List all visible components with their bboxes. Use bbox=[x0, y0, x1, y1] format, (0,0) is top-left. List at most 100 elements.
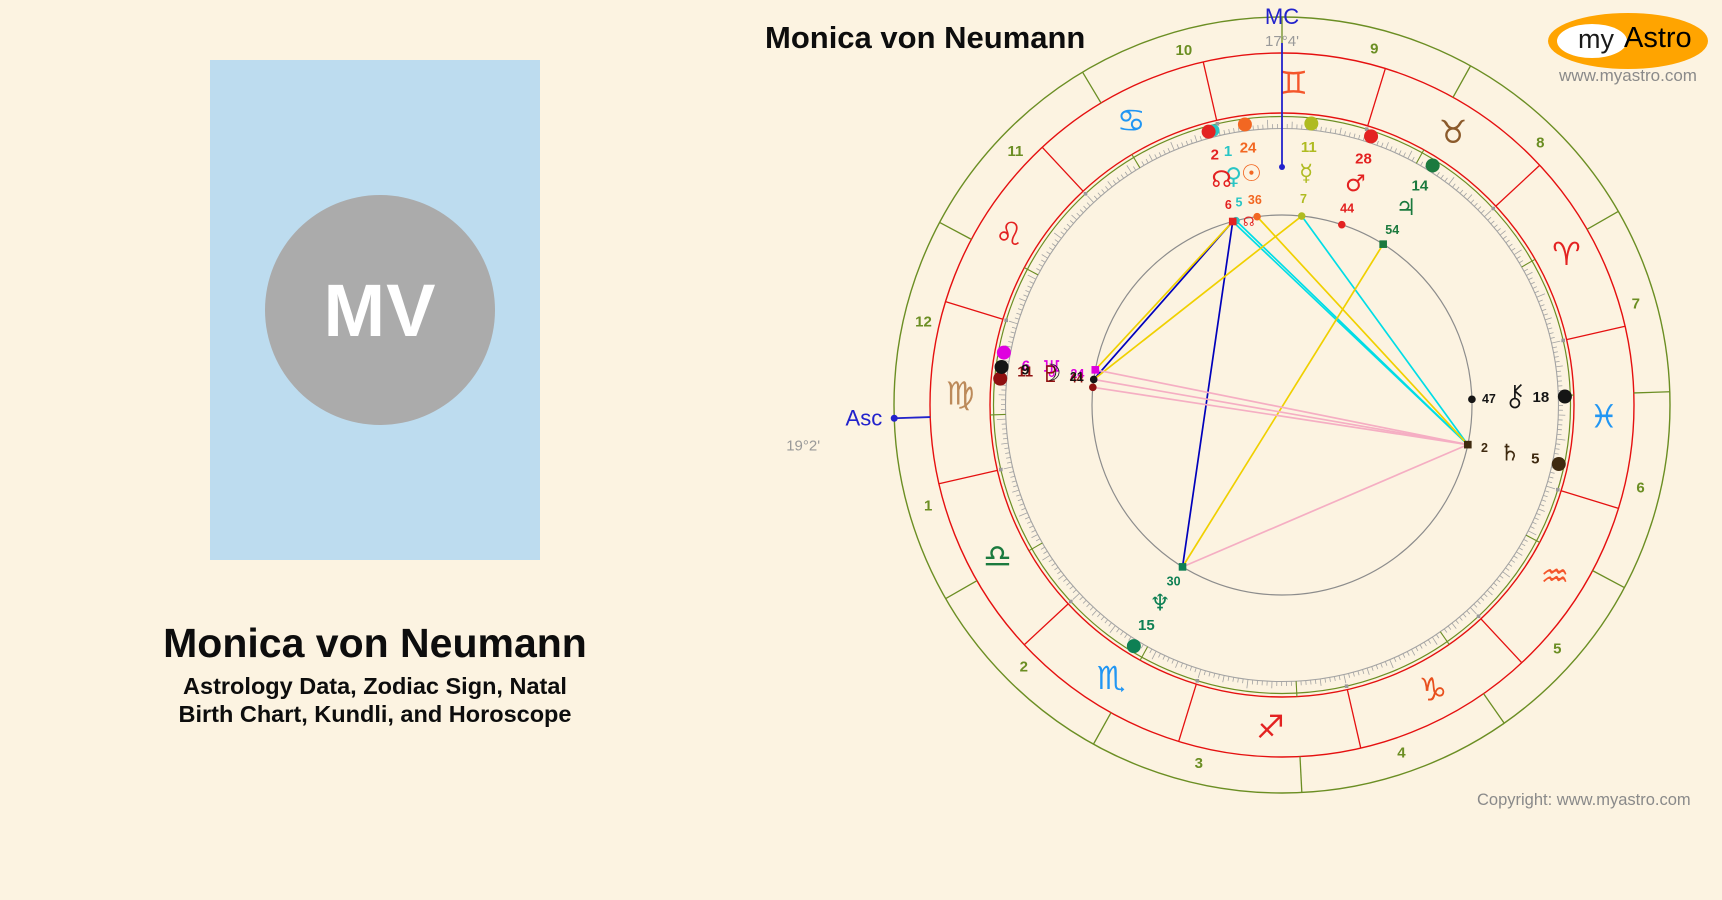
degree-tick bbox=[1176, 144, 1180, 149]
degree-tick bbox=[1389, 659, 1394, 669]
degree-tick bbox=[1536, 293, 1546, 298]
aspect-moon-north-node bbox=[1093, 220, 1234, 381]
degree-tick bbox=[1019, 503, 1024, 506]
degree-tick bbox=[1483, 593, 1488, 598]
degree-tick bbox=[1499, 230, 1506, 236]
degree-tick bbox=[1170, 141, 1175, 151]
degree-tick bbox=[1133, 166, 1137, 171]
degree-tick bbox=[1162, 655, 1166, 660]
myastro-logo[interactable]: my Astro bbox=[1548, 13, 1708, 69]
planet-mars-degree: 28 bbox=[1355, 151, 1372, 168]
sign-glyph-aquarius: ♒ bbox=[1541, 557, 1570, 595]
house-cusp-inner-tick bbox=[1139, 646, 1149, 661]
sign-glyph-leo: ♌ bbox=[995, 215, 1024, 253]
house-number-8: 8 bbox=[1536, 134, 1544, 151]
degree-tick bbox=[1329, 128, 1332, 133]
house-cusp-inner-tick bbox=[1439, 631, 1450, 645]
degree-tick bbox=[1436, 634, 1440, 639]
degree-tick bbox=[1338, 675, 1341, 681]
degree-tick bbox=[1552, 346, 1558, 349]
degree-tick bbox=[1546, 322, 1551, 325]
degree-tick bbox=[1516, 256, 1521, 260]
degree-tick bbox=[1010, 331, 1016, 334]
degree-tick bbox=[1493, 582, 1498, 587]
degree-tick bbox=[1054, 566, 1059, 571]
degree-tick bbox=[1496, 578, 1501, 583]
degree-tick bbox=[1358, 134, 1361, 140]
planet-jupiter-degree: 14 bbox=[1412, 177, 1429, 194]
degree-tick bbox=[1394, 148, 1397, 153]
degree-tick bbox=[1406, 651, 1410, 656]
planet-neptune-degree: 15 bbox=[1138, 617, 1155, 634]
planet-pluto-glyph: ♇ bbox=[1041, 362, 1062, 388]
sign-divider bbox=[1346, 689, 1362, 749]
degree-tick bbox=[1051, 243, 1056, 247]
degree-tick bbox=[1543, 313, 1548, 316]
degree-tick bbox=[1145, 158, 1149, 164]
degree-tick bbox=[1120, 174, 1125, 179]
degree-tick bbox=[1393, 657, 1397, 663]
degree-tick bbox=[1419, 644, 1423, 649]
degree-tick bbox=[1371, 666, 1374, 671]
degree-tick bbox=[1470, 607, 1477, 615]
sign-divider bbox=[1495, 164, 1541, 207]
degree-tick bbox=[1455, 619, 1459, 624]
degree-tick bbox=[1459, 616, 1463, 621]
degree-tick bbox=[1528, 530, 1537, 536]
house-cusp-inner-tick bbox=[1525, 534, 1540, 543]
degree-tick bbox=[1018, 512, 1028, 517]
tick-marker bbox=[1561, 338, 1565, 343]
house-number-6: 6 bbox=[1636, 480, 1644, 497]
degree-tick bbox=[1474, 202, 1478, 207]
degree-tick bbox=[1532, 286, 1537, 289]
house-number-12: 12 bbox=[915, 313, 932, 330]
degree-tick bbox=[1554, 452, 1559, 455]
degree-tick bbox=[1427, 639, 1431, 644]
sign-glyph-gemini: ♊ bbox=[1279, 64, 1308, 102]
planet-sun-inner-dot bbox=[1253, 212, 1261, 221]
degree-tick bbox=[1019, 303, 1025, 306]
planet-venus-minutes: 5 bbox=[1235, 196, 1242, 210]
tick-marker bbox=[1068, 599, 1073, 604]
degree-tick bbox=[1375, 664, 1379, 670]
degree-tick bbox=[1480, 209, 1485, 214]
planet-mars-minutes: 44 bbox=[1340, 202, 1354, 216]
degree-tick bbox=[1314, 679, 1317, 684]
degree-tick bbox=[1534, 517, 1539, 520]
degree-tick bbox=[1190, 139, 1193, 144]
degree-tick bbox=[1009, 471, 1014, 474]
planet-north-node-degree: 2 bbox=[1211, 146, 1219, 163]
degree-tick bbox=[1548, 476, 1554, 479]
degree-tick bbox=[1124, 171, 1128, 176]
aspect-moon-mercury bbox=[1093, 215, 1303, 381]
aspect-neptune-saturn bbox=[1182, 443, 1469, 568]
asc-axis-line bbox=[894, 416, 931, 420]
degree-tick bbox=[1353, 133, 1356, 139]
degree-tick bbox=[1451, 622, 1457, 629]
degree-tick bbox=[1006, 457, 1011, 459]
degree-tick bbox=[1218, 674, 1220, 679]
degree-tick bbox=[1550, 471, 1555, 474]
degree-tick bbox=[1339, 127, 1342, 135]
degree-tick bbox=[1484, 210, 1492, 217]
profile-card: MV bbox=[210, 60, 540, 560]
degree-ring-inner-circle bbox=[1004, 127, 1560, 683]
planet-pluto-ring-dot bbox=[993, 371, 1008, 386]
tick-marker bbox=[1364, 127, 1369, 132]
degree-tick bbox=[1466, 194, 1473, 201]
planet-moon-inner-dot bbox=[1089, 375, 1098, 384]
sign-divider bbox=[938, 469, 998, 485]
degree-tick bbox=[1071, 214, 1078, 221]
degree-tick bbox=[1420, 161, 1424, 166]
sign-divider bbox=[1560, 490, 1619, 509]
degree-tick bbox=[1180, 662, 1183, 668]
planet-uranus-inner-dot bbox=[1091, 366, 1100, 374]
degree-tick bbox=[1126, 165, 1133, 174]
degree-tick bbox=[1348, 673, 1351, 678]
degree-tick bbox=[1185, 140, 1189, 146]
planet-neptune-ring-dot bbox=[1126, 639, 1141, 654]
degree-tick bbox=[1440, 174, 1444, 179]
house-cusp bbox=[1082, 71, 1102, 104]
degree-tick bbox=[1389, 146, 1393, 151]
